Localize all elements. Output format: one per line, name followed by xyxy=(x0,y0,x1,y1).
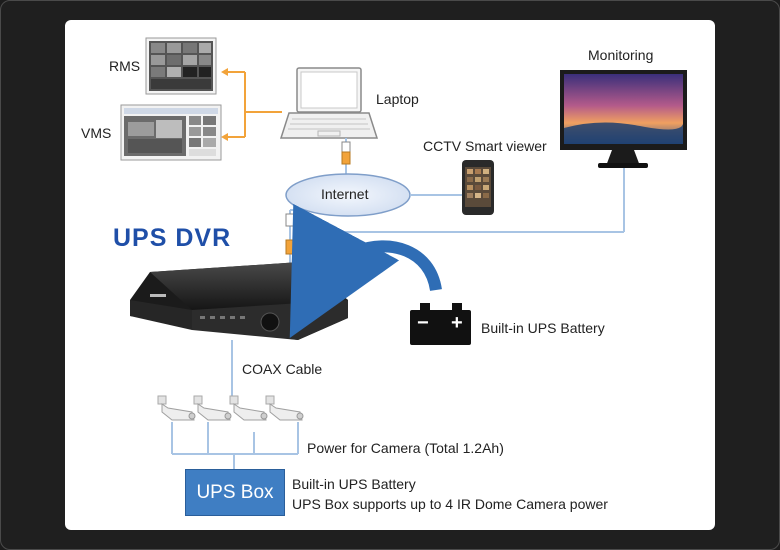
battery-label: Built-in UPS Battery xyxy=(481,320,605,336)
battery-plus-symbol: + xyxy=(451,312,463,334)
cctv-viewer-label: CCTV Smart viewer xyxy=(423,138,547,154)
smartphone-icon xyxy=(462,160,494,215)
camera-power-lines xyxy=(171,422,299,469)
monitor-icon xyxy=(560,70,687,168)
dvr-device-icon xyxy=(130,262,348,340)
internet-label: Internet xyxy=(321,186,369,202)
camera-icon xyxy=(157,395,196,421)
camera-icon xyxy=(229,395,268,421)
laptop-icon xyxy=(279,67,379,139)
dvr-network-cable xyxy=(285,209,301,268)
monitoring-label: Monitoring xyxy=(588,47,654,63)
ups-box-battery-label: Built-in UPS Battery xyxy=(292,476,416,492)
rms-label: RMS xyxy=(109,58,141,74)
battery-icon xyxy=(410,303,471,345)
vms-screen-icon xyxy=(120,104,222,161)
camera-icon xyxy=(193,395,232,421)
laptop-to-software-arrows xyxy=(221,68,282,141)
ups-box: UPS Box xyxy=(185,469,285,516)
battery-minus-symbol: − xyxy=(417,312,429,334)
page-title: UPS DVR xyxy=(113,224,232,252)
battery-to-dvr-arrow xyxy=(289,203,442,338)
ups-box-note: UPS Box supports up to 4 IR Dome Camera … xyxy=(292,496,608,512)
laptop-label: Laptop xyxy=(376,91,419,107)
camera-power-label: Power for Camera (Total 1.2Ah) xyxy=(307,440,504,456)
camera-row xyxy=(157,395,304,421)
vms-label: VMS xyxy=(81,125,112,141)
coax-label: COAX Cable xyxy=(242,361,323,377)
rms-screen-icon xyxy=(145,37,217,95)
laptop-network-cable xyxy=(341,138,351,176)
camera-icon xyxy=(265,395,304,421)
